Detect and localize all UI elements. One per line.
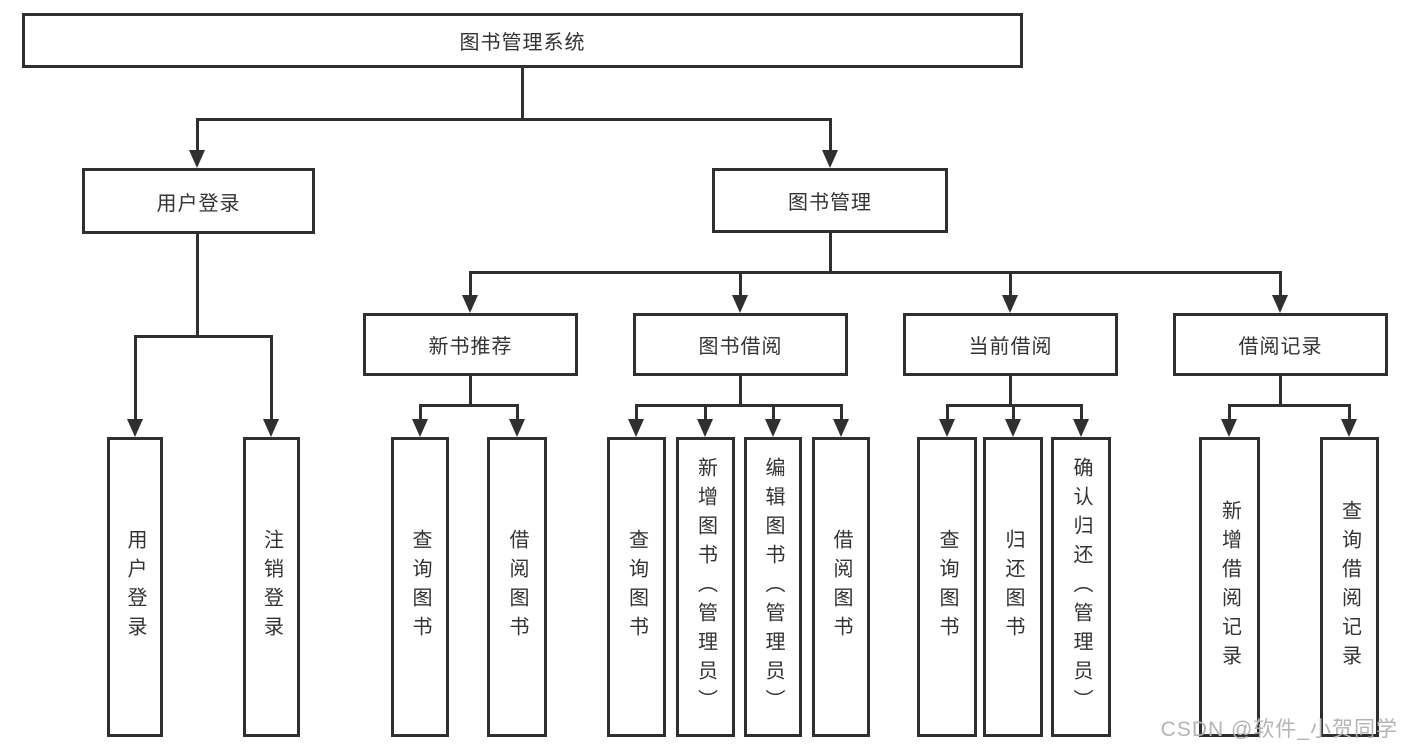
- connector-recommend-stem: [469, 376, 472, 407]
- arrowhead-borrow-add: [697, 419, 713, 437]
- arrowhead-leaf-logout: [263, 419, 279, 437]
- node-book-management: 图书管理: [712, 168, 948, 233]
- connector-root-stem: [521, 68, 524, 121]
- arrowhead-current-borrow: [1002, 295, 1018, 313]
- arrowhead-leaf-user-login: [127, 419, 143, 437]
- arrow-shaft-records-add: [1228, 404, 1231, 421]
- node-current-borrow-label: 当前借阅: [968, 336, 1053, 358]
- arrow-shaft-user-login: [196, 118, 199, 152]
- leaf-records-query-record: 查询借阅记录: [1320, 437, 1379, 737]
- arrowhead-borrow-records: [1272, 295, 1288, 313]
- arrowhead-borrow-borrow: [833, 419, 849, 437]
- arrow-shaft-current-borrow: [1009, 271, 1012, 297]
- node-user-login-label: 用户登录: [156, 192, 241, 215]
- arrow-shaft-leaf-logout: [270, 335, 273, 421]
- arrowhead-records-query: [1341, 419, 1357, 437]
- leaf-current-confirm-return-admin-label: 确认归还（管理员）: [1070, 456, 1092, 718]
- leaf-borrow-edit-books-admin-label: 编辑图书（管理员）: [762, 456, 784, 718]
- connector-records-hline: [1228, 404, 1351, 407]
- arrowhead-recommend-query: [412, 419, 428, 437]
- node-new-book-recommend: 新书推荐: [363, 313, 578, 376]
- leaf-user-login: 用户登录: [107, 437, 163, 737]
- arrowhead-borrow-edit: [765, 419, 781, 437]
- node-root: 图书管理系统: [22, 13, 1023, 68]
- connector-borrow-hline: [635, 404, 843, 407]
- leaf-borrow-borrow-books: 借阅图书: [812, 437, 870, 737]
- connector-current-stem: [1009, 376, 1012, 407]
- arrowhead-current-query: [939, 419, 955, 437]
- arrow-shaft-borrow-records: [1279, 271, 1282, 297]
- node-book-borrow: 图书借阅: [633, 313, 848, 376]
- leaf-borrow-query-books-label: 查询图书: [625, 529, 648, 645]
- arrow-shaft-leaf-user-login: [134, 335, 137, 421]
- leaf-user-login-label: 用户登录: [124, 529, 146, 645]
- arrowhead-new-book-recommend: [462, 295, 478, 313]
- connector-records-stem: [1279, 376, 1282, 407]
- connector-book-management-hline: [469, 271, 1282, 274]
- node-borrow-records: 借阅记录: [1173, 313, 1388, 376]
- arrow-shaft-current-query: [946, 404, 949, 421]
- leaf-records-add-record: 新增借阅记录: [1199, 437, 1260, 737]
- leaf-borrow-query-books: 查询图书: [607, 437, 666, 737]
- node-borrow-records-label: 借阅记录: [1238, 336, 1323, 358]
- arrowhead-user-login: [189, 150, 205, 168]
- arrow-shaft-borrow-add: [704, 404, 707, 421]
- leaf-recommend-borrow-books: 借阅图书: [487, 437, 547, 737]
- connector-recommend-hline: [419, 404, 519, 407]
- arrow-shaft-book-borrow: [739, 271, 742, 297]
- node-current-borrow: 当前借阅: [903, 313, 1118, 376]
- leaf-current-return-books-label: 归还图书: [1002, 529, 1024, 645]
- leaf-current-query-books: 查询图书: [917, 437, 977, 737]
- node-new-book-recommend-label: 新书推荐: [428, 336, 513, 358]
- leaf-recommend-query-books: 查询图书: [391, 437, 449, 737]
- arrowhead-records-add: [1221, 419, 1237, 437]
- node-root-label: 图书管理系统: [459, 32, 586, 54]
- arrow-shaft-borrow-query: [635, 404, 638, 421]
- leaf-recommend-query-books-label: 查询图书: [409, 529, 431, 645]
- arrow-shaft-book-management: [829, 118, 832, 152]
- arrow-shaft-records-query: [1348, 404, 1351, 421]
- connector-root-hline: [196, 118, 832, 121]
- connector-borrow-stem: [739, 376, 742, 407]
- leaf-logout-label: 注销登录: [260, 529, 283, 645]
- leaf-records-query-record-label: 查询借阅记录: [1338, 500, 1361, 674]
- arrowhead-book-borrow: [732, 295, 748, 313]
- arrowhead-book-management: [822, 150, 838, 168]
- watermark-text: CSDN @软件_小贺同学: [1160, 718, 1398, 741]
- leaf-logout: 注销登录: [243, 437, 300, 737]
- arrow-shaft-new-book-recommend: [469, 271, 472, 297]
- leaf-current-query-books-label: 查询图书: [936, 529, 958, 645]
- connector-book-management-stem: [829, 232, 832, 274]
- arrow-shaft-borrow-borrow: [840, 404, 843, 421]
- node-book-borrow-label: 图书借阅: [698, 336, 783, 358]
- leaf-borrow-edit-books-admin: 编辑图书（管理员）: [744, 437, 802, 737]
- arrow-shaft-recommend-query: [419, 404, 422, 421]
- leaf-current-confirm-return-admin: 确认归还（管理员）: [1051, 437, 1111, 737]
- arrow-shaft-current-return: [1012, 404, 1015, 421]
- arrowhead-borrow-query: [628, 419, 644, 437]
- leaf-records-add-record-label: 新增借阅记录: [1218, 500, 1241, 674]
- leaf-borrow-borrow-books-label: 借阅图书: [830, 529, 852, 645]
- leaf-borrow-add-books-admin-label: 新增图书（管理员）: [694, 456, 717, 718]
- arrowhead-current-return: [1005, 419, 1021, 437]
- arrow-shaft-borrow-edit: [772, 404, 775, 421]
- arrow-shaft-recommend-borrow: [516, 404, 519, 421]
- arrowhead-current-confirm: [1073, 419, 1089, 437]
- leaf-borrow-add-books-admin: 新增图书（管理员）: [676, 437, 735, 737]
- arrowhead-recommend-borrow: [509, 419, 525, 437]
- arrow-shaft-current-confirm: [1080, 404, 1083, 421]
- leaf-recommend-borrow-books-label: 借阅图书: [506, 529, 528, 645]
- connector-user-login-hline: [134, 335, 273, 338]
- connector-user-login-stem: [196, 234, 199, 337]
- node-user-login: 用户登录: [82, 168, 315, 234]
- leaf-current-return-books: 归还图书: [983, 437, 1043, 737]
- node-book-management-label: 图书管理: [788, 192, 872, 214]
